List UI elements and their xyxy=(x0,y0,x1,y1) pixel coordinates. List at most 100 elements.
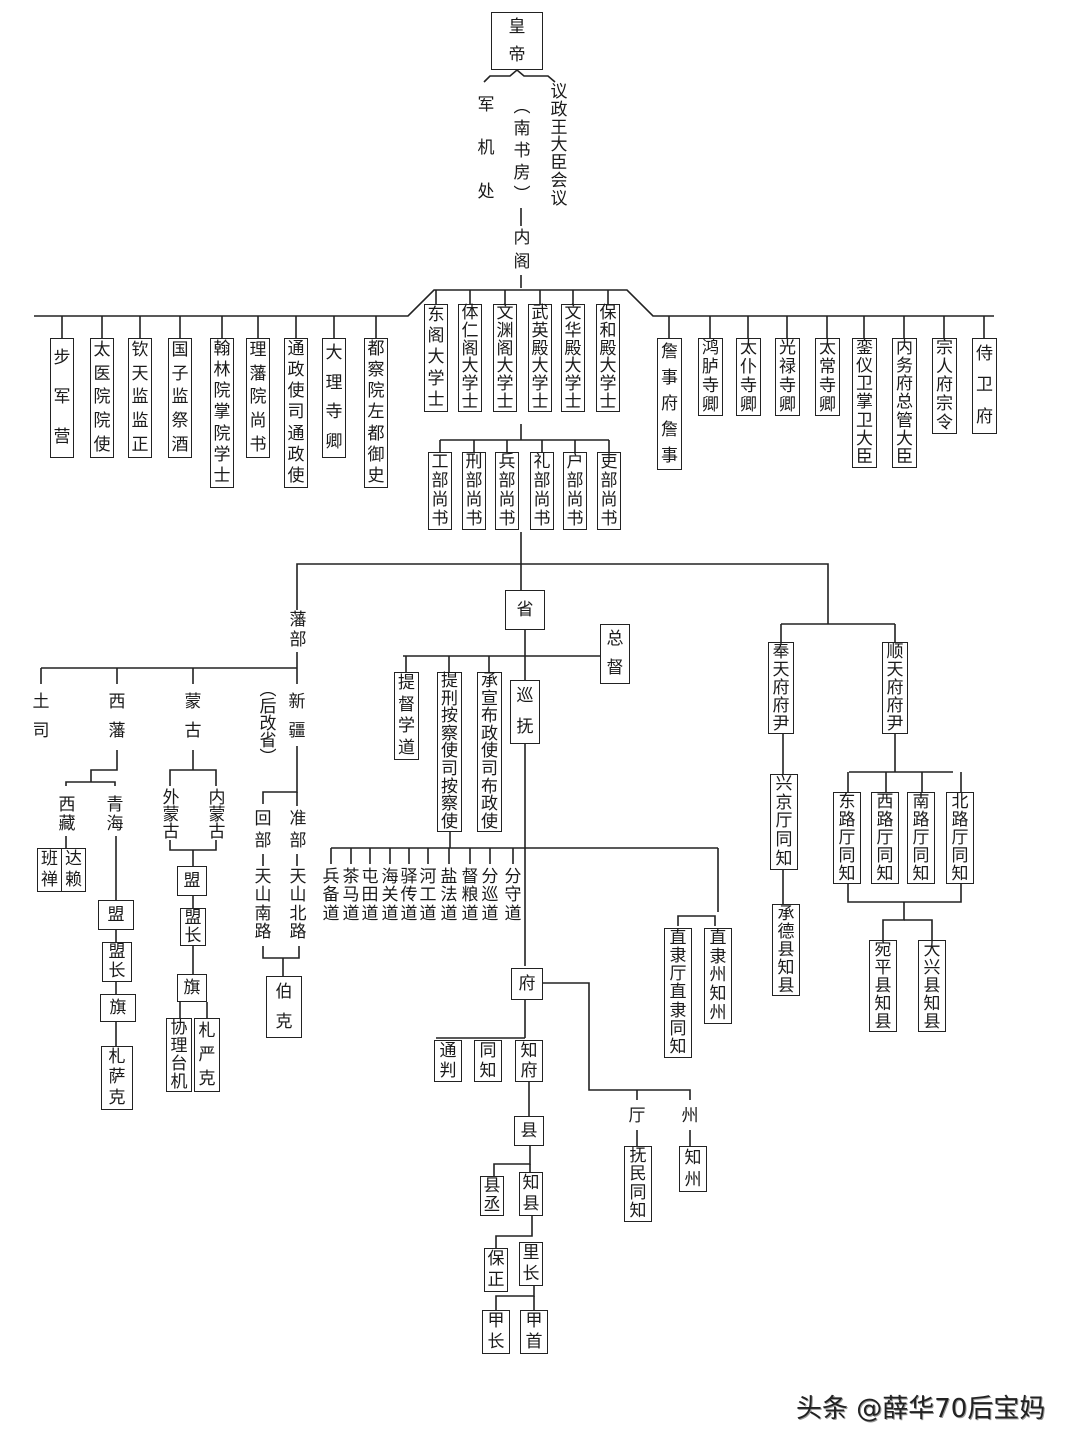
right-office-6: 内务府总管大臣 xyxy=(892,338,917,468)
connector-line xyxy=(543,982,691,1100)
zhunbu-label: 准部 xyxy=(288,808,308,852)
yizheng-label: 议政王大臣会议 xyxy=(548,84,570,208)
connector-line xyxy=(493,1146,531,1176)
ministry-3: 礼部尚书 xyxy=(530,452,554,530)
circuit-3: 海关道 xyxy=(380,866,400,925)
connector-line xyxy=(904,919,933,940)
right-office-3: 光禄寺卿 xyxy=(775,338,800,416)
fanbu-label: 藩部 xyxy=(288,609,308,650)
left-office-1: 太医院院使 xyxy=(90,338,114,458)
left-office-6: 通政使司通政使 xyxy=(284,338,308,488)
circuit-8: 分巡道 xyxy=(480,866,500,925)
beg-box: 伯克 xyxy=(266,976,302,1038)
county-box: 县 xyxy=(514,1116,544,1146)
circuit-5: 河工道 xyxy=(418,866,438,925)
ministry-2: 兵部尚书 xyxy=(495,452,519,530)
watermark: 头条 @薛华70后宝妈 xyxy=(796,1394,1046,1424)
tibet-label: 西藏 xyxy=(56,796,78,834)
connector-line xyxy=(495,1216,533,1248)
left-office-5: 理藩院尚书 xyxy=(246,338,270,458)
grand-secretary-4: 文华殿大学士 xyxy=(561,304,585,412)
prefecture-official-0: 通判 xyxy=(434,1040,462,1082)
prefecture-official-1: 同知 xyxy=(474,1040,502,1082)
zhili-zhou-box: 直隶州知州 xyxy=(704,928,732,1024)
tianshan-south-label: 天山南路 xyxy=(253,866,273,943)
fanbu-child-2: 蒙古 xyxy=(183,688,203,746)
ministry-4: 户部尚书 xyxy=(563,452,587,530)
xingjing-box: 兴京厅同知 xyxy=(770,774,798,870)
connector-line xyxy=(262,746,298,804)
zhou-official-box: 知州 xyxy=(679,1146,707,1192)
grand-secretary-5: 保和殿大学士 xyxy=(596,304,620,412)
grand-secretary-3: 武英殿大学士 xyxy=(528,304,552,412)
mongol-chain-2: 旗 xyxy=(177,974,207,1002)
huibu-label: 回部 xyxy=(253,808,273,852)
ministry-0: 工部尚书 xyxy=(428,452,452,530)
grand-secretary-0: 东阁大学士 xyxy=(424,304,448,412)
jia-official-0: 甲长 xyxy=(482,1310,510,1354)
fengtian-box: 奉天府府尹 xyxy=(768,642,794,734)
mid-bar xyxy=(296,563,829,630)
left-office-8: 都察院左都御史 xyxy=(364,338,388,488)
shuntian-county-1: 大兴县知县 xyxy=(918,940,946,1032)
connector-line xyxy=(495,1286,535,1310)
circuit-2: 屯田道 xyxy=(360,866,380,925)
junjichu-label: 军机处 xyxy=(475,84,497,214)
left-office-3: 国子监祭酒 xyxy=(168,338,192,458)
connector-line xyxy=(169,769,217,786)
mongol-chain-0: 盟 xyxy=(177,866,207,896)
ministry-1: 刑部尚书 xyxy=(462,452,486,530)
outer-mongolia-label: 外蒙古 xyxy=(160,790,182,841)
right-office-8: 侍卫府 xyxy=(972,338,997,434)
emperor-box: 皇帝 xyxy=(491,12,543,70)
right-office-5: 銮仪卫掌卫大臣 xyxy=(852,338,877,468)
province-official-2: 承宣布政使司布政使 xyxy=(477,672,502,832)
governor-general-box: 总督 xyxy=(600,624,630,684)
emperor-brace xyxy=(483,68,556,83)
left-office-7: 大理寺卿 xyxy=(322,338,346,458)
zhou-label: 州 xyxy=(680,1102,700,1130)
circuit-7: 督粮道 xyxy=(460,866,480,925)
panchen-box: 班禅 xyxy=(37,848,62,892)
province-box: 省 xyxy=(505,590,545,630)
qinghai-chain-0: 盟 xyxy=(98,900,134,930)
qinghai-label: 青海 xyxy=(104,796,126,834)
zhili-ting-box: 直隶厅直隶同知 xyxy=(664,928,692,1058)
circuit-9: 分守道 xyxy=(503,866,523,925)
shuntian-road-2: 南路厅同知 xyxy=(907,792,935,884)
connector-line xyxy=(262,946,300,959)
inner-mongolia-label: 内蒙古 xyxy=(206,790,228,841)
shuntian-box: 顺天府府尹 xyxy=(882,642,908,734)
shuntian-county-0: 宛平县知县 xyxy=(869,940,897,1032)
mongol-chain-1: 盟长 xyxy=(180,908,206,946)
province-official-0: 提督学道 xyxy=(394,672,419,760)
mongol-official-0: 协理台机 xyxy=(166,1018,192,1092)
connector-line xyxy=(65,781,116,786)
prefecture-box: 府 xyxy=(511,968,543,1000)
prefecture-official-2: 知府 xyxy=(515,1040,543,1082)
qinghai-chain-1: 盟长 xyxy=(102,942,132,982)
shuntian-road-3: 北路厅同知 xyxy=(946,792,974,884)
left-office-0: 步军营 xyxy=(50,338,74,458)
grand-secretary-1: 体仁阁大学士 xyxy=(458,304,482,412)
qinghai-chain-2: 旗 xyxy=(100,994,136,1022)
right-office-0: 詹事府詹事 xyxy=(657,338,682,470)
county-official-0: 县丞 xyxy=(480,1176,504,1216)
shuntian-road-1: 西路厅同知 xyxy=(871,792,899,884)
fanbu-child-3: 新疆 xyxy=(287,688,307,746)
right-office-7: 宗人府宗令 xyxy=(932,338,957,434)
village-official-0: 保正 xyxy=(484,1248,508,1292)
fanbu-child-1: 西藩 xyxy=(107,688,127,746)
grand-secretary-2: 文渊阁大学士 xyxy=(493,304,517,412)
village-official-1: 里长 xyxy=(519,1242,543,1286)
chengde-box: 承德县知县 xyxy=(772,904,800,996)
circuit-1: 茶马道 xyxy=(341,866,361,925)
connector-line xyxy=(677,915,716,926)
shuntian-road-0: 东路厅同知 xyxy=(833,792,861,884)
dalai-box: 达赖 xyxy=(61,848,86,892)
neige-label: 内阁 xyxy=(511,226,533,274)
connector-line xyxy=(847,884,962,903)
ministry-5: 吏部尚书 xyxy=(597,452,621,530)
province-official-1: 提刑按察使司按察使 xyxy=(437,672,462,832)
